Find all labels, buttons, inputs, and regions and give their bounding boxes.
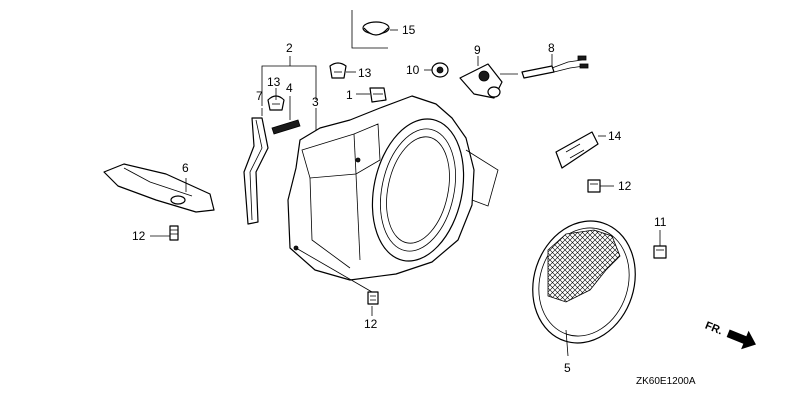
front-direction-arrow: FR. [703,320,756,350]
part-10-nut [431,62,449,78]
callout-8: 8 [548,41,555,55]
part-1-grommet [369,87,387,103]
callout-7: 7 [256,89,263,103]
callout-13: 13 [267,75,281,89]
part-7-tube [243,117,269,225]
fr-label: FR. [703,320,724,338]
callout-10: 10 [406,63,420,77]
part-14-cover-plate [555,131,599,169]
callout-5: 5 [564,361,571,375]
callout-9: 9 [474,43,481,57]
part-15-plug-cap [351,10,398,49]
drawing-code: ZK60E1200A [636,376,696,387]
part-13-clip-right [329,62,347,79]
bolt-11 [653,245,667,259]
bolt-12-right [587,179,601,193]
bolt-12-plate [169,225,179,241]
part-9-oil-alert-unit [459,63,518,99]
part-5-screen-grid [532,220,636,357]
callout-15: 15 [402,23,416,37]
part-13-clip-upper [267,95,285,111]
callout-12-right: 12 [618,179,632,193]
callout-6: 6 [182,161,189,175]
bolt-12-lower [367,291,379,305]
callout-14: 14 [608,129,622,143]
callout-12-left: 12 [132,229,146,243]
part-8-wire-harness [521,55,589,79]
callout-1: 1 [346,88,353,102]
callout-labels: 15 2 7 13 4 3 13 1 10 9 8 14 12 6 12 11 … [132,23,667,375]
part-4-seal-strip [271,119,301,135]
callout-4: 4 [286,81,293,95]
callout-11: 11 [654,215,667,229]
callout-2: 2 [286,41,293,55]
callout-12-lower: 12 [364,317,378,331]
callout-13-right: 13 [358,66,372,80]
part-6-air-guide [103,163,215,213]
callout-3: 3 [312,95,319,109]
leader-lines [150,54,661,316]
part-3-fan-cover [287,95,499,293]
